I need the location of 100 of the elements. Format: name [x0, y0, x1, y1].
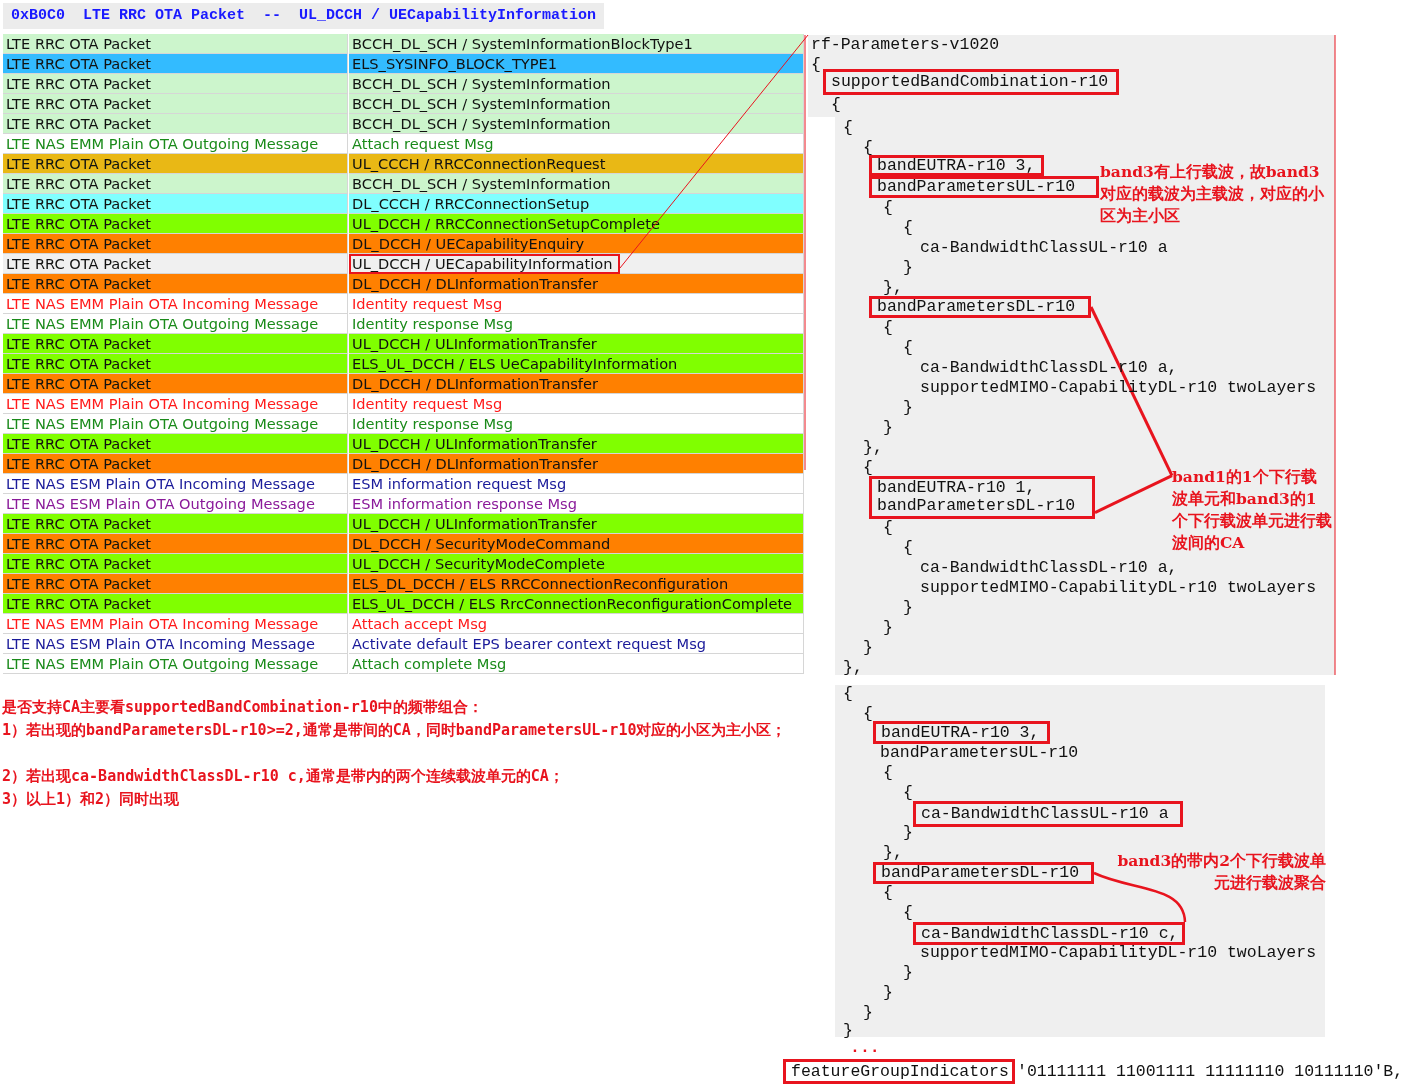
table-cell: DL_CCCH / RRCConnectionSetup: [349, 194, 804, 214]
table-cell: LTE NAS EMM Plain OTA Incoming Message: [3, 294, 348, 314]
annotation-text: band3的带内2个下行载波单元进行载波聚合: [1116, 850, 1326, 894]
table-cell: LTE RRC OTA Packet: [3, 94, 348, 114]
table-cell: BCCH_DL_SCH / SystemInformation: [349, 114, 804, 134]
note-text: 2）若出现ca-BandwidthClassDL-r10 c,通常是带内的两个连续载波单元的CA；: [2, 766, 565, 787]
table-cell: Attach accept Msg: [349, 614, 804, 634]
code-line: rf-Parameters-v1020: [811, 35, 1000, 55]
table-cell: BCCH_DL_SCH / SystemInformation: [349, 174, 804, 194]
table-cell: LTE RRC OTA Packet: [3, 214, 348, 234]
table-cell: LTE NAS ESM Plain OTA Outgoing Message: [3, 494, 348, 514]
highlighted-code: bandEUTRA-r10 3,: [869, 155, 1044, 176]
code-line: {: [831, 95, 841, 115]
table-cell: LTE RRC OTA Packet: [3, 54, 348, 74]
highlighted-code: featureGroupIndicators: [783, 1059, 1015, 1084]
leader-line: [1094, 474, 1173, 514]
code-line: {: [883, 518, 893, 538]
table-cell: LTE RRC OTA Packet: [3, 434, 348, 454]
code-panel: [835, 685, 1325, 1037]
code-line: {: [903, 783, 913, 803]
code-line: }: [843, 1021, 853, 1041]
table-cell: BCCH_DL_SCH / SystemInformation: [349, 74, 804, 94]
table-cell: Attach complete Msg: [349, 654, 804, 674]
highlighted-code: ca-BandwidthClassDL-r10 c,: [913, 922, 1185, 945]
table-cell: LTE NAS EMM Plain OTA Outgoing Message: [3, 654, 348, 674]
code-line: {: [883, 318, 893, 338]
title-text: 0xB0C0 LTE RRC OTA Packet -- UL_DCCH / UECapabilityInformation: [3, 3, 605, 29]
code-line: {: [903, 218, 913, 238]
code-line: supportedMIMO-CapabilityDL-r10 twoLayers: [920, 943, 1317, 963]
table-cell: LTE NAS EMM Plain OTA Outgoing Message: [3, 414, 348, 434]
code-line: }: [883, 418, 893, 438]
leader-line: [1089, 306, 1174, 477]
annotation-text: band3有上行载波，故band3对应的载波为主载波，对应的小区为主小区: [1100, 161, 1325, 227]
table-cell: UL_DCCH / ULInformationTransfer: [349, 434, 804, 454]
highlighted-code: bandParametersDL-r10: [873, 862, 1094, 884]
ellipsis-text: ...: [850, 1038, 880, 1058]
code-line: }: [883, 983, 893, 1003]
table-cell: Identity response Msg: [349, 414, 804, 434]
table-cell: LTE RRC OTA Packet: [3, 274, 348, 294]
table-cell: ELS_SYSINFO_BLOCK_TYPE1: [349, 54, 804, 74]
highlighted-code: supportedBandCombination-r10: [823, 69, 1119, 95]
code-line: }: [863, 1003, 873, 1023]
table-cell: BCCH_DL_SCH / SystemInformation: [349, 94, 804, 114]
code-line: }: [903, 823, 913, 843]
highlighted-cell: UL_DCCH / UECapabilityInformation: [349, 254, 620, 274]
highlighted-code: bandEUTRA-r10 1, bandParametersDL-r10: [869, 476, 1095, 519]
highlighted-code: bandEUTRA-r10 3,: [873, 721, 1050, 744]
table-cell: Activate default EPS bearer context request Msg: [349, 634, 804, 654]
table-cell: LTE RRC OTA Packet: [3, 74, 348, 94]
highlighted-code: bandParametersUL-r10: [869, 176, 1099, 198]
table-cell: LTE RRC OTA Packet: [3, 554, 348, 574]
code-line: supportedMIMO-CapabilityDL-r10 twoLayers: [920, 578, 1317, 598]
code-line: {: [863, 138, 873, 158]
table-cell: Attach request Msg: [349, 134, 804, 154]
table-cell: LTE NAS EMM Plain OTA Outgoing Message: [3, 314, 348, 334]
code-line: }: [903, 258, 913, 278]
code-line: },: [863, 438, 883, 458]
code-panel: [808, 35, 1335, 675]
table-cell: DL_DCCH / DLInformationTransfer: [349, 454, 804, 474]
code-line: {: [811, 55, 821, 75]
code-line: },: [883, 843, 903, 863]
table-cell: LTE NAS ESM Plain OTA Incoming Message: [3, 474, 348, 494]
table-cell: DL_DCCH / DLInformationTransfer: [349, 274, 804, 294]
code-line: }: [903, 598, 913, 618]
table-cell: LTE NAS ESM Plain OTA Incoming Message: [3, 634, 348, 654]
table-cell: BCCH_DL_SCH / SystemInformationBlockType1: [349, 34, 804, 54]
code-line: {: [903, 903, 913, 923]
table-cell: ELS_UL_DCCH / ELS UeCapabilityInformation: [349, 354, 804, 374]
table-cell: LTE RRC OTA Packet: [3, 334, 348, 354]
table-cell: ESM information response Msg: [349, 494, 804, 514]
highlighted-code: ca-BandwidthClassUL-r10 a: [913, 801, 1183, 827]
table-cell: LTE RRC OTA Packet: [3, 154, 348, 174]
table-cell: ESM information request Msg: [349, 474, 804, 494]
table-cell: UL_CCCH / RRCConnectionRequest: [349, 154, 804, 174]
table-cell: LTE RRC OTA Packet: [3, 514, 348, 534]
table-cell: DL_DCCH / DLInformationTransfer: [349, 374, 804, 394]
table-cell: DL_DCCH / UECapabilityEnquiry: [349, 234, 804, 254]
table-cell: ELS_DL_DCCH / ELS RRCConnectionReconfiguration: [349, 574, 804, 594]
code-line: {: [863, 704, 873, 724]
leader-line: [1093, 871, 1187, 923]
table-cell: LTE RRC OTA Packet: [3, 354, 348, 374]
table-cell: LTE NAS EMM Plain OTA Incoming Message: [3, 394, 348, 414]
note-text: 1）若出现的bandParametersDL-r10>=2,通常是带间的CA，同时bandParametersUL-r10对应的小区为主小区；: [2, 720, 788, 741]
table-cell: UL_DCCH / ULInformationTransfer: [349, 334, 804, 354]
code-line: {: [863, 458, 873, 478]
code-line: }: [863, 638, 873, 658]
table-cell: Identity request Msg: [349, 294, 804, 314]
table-cell: Identity request Msg: [349, 394, 804, 414]
code-line: }: [903, 963, 913, 983]
code-line: {: [903, 538, 913, 558]
code-line: bandParametersUL-r10: [880, 743, 1079, 763]
table-cell: LTE RRC OTA Packet: [3, 574, 348, 594]
code-line: ca-BandwidthClassDL-r10 a,: [920, 558, 1178, 578]
note-text: 3）以上1）和2）同时出现: [2, 789, 181, 810]
note-text: 是否支持CA主要看supportedBandCombination-r10中的频带组合：: [2, 697, 484, 718]
code-line: {: [903, 338, 913, 358]
table-cell: LTE RRC OTA Packet: [3, 534, 348, 554]
table-cell: UL_DCCH / SecurityModeComplete: [349, 554, 804, 574]
table-cell: LTE RRC OTA Packet: [3, 34, 348, 54]
code-line: {: [883, 763, 893, 783]
